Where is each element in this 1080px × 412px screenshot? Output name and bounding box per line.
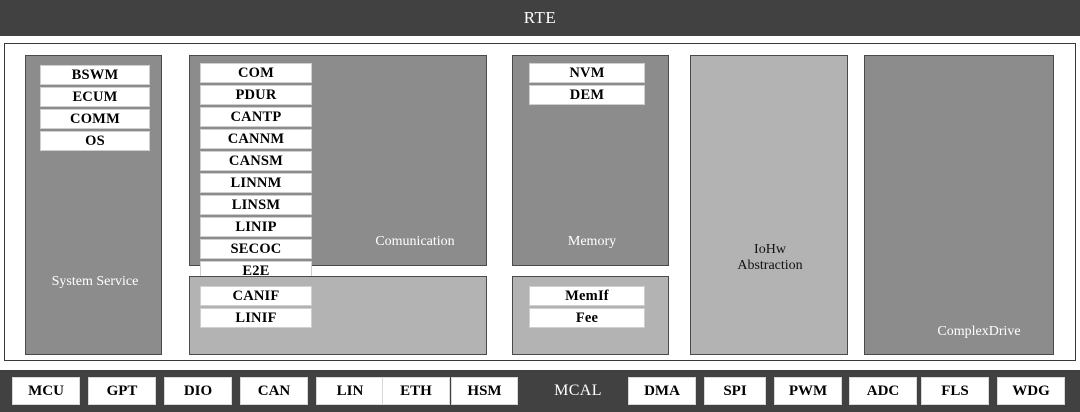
rte-label: RTE [523,8,557,27]
mcal-driver-chip[interactable]: LIN [316,377,384,405]
mcal-driver-chip[interactable]: SPI [704,377,766,405]
system-service-label: System Service [51,274,139,289]
mcal-driver-chip[interactable]: DMA [628,377,696,405]
module-chip[interactable]: LINIF [200,308,312,328]
mcal-driver-chip[interactable]: HSM [451,377,518,405]
rte-layer-bar: RTE [0,0,1080,36]
mcal-driver-chip[interactable]: GPT [88,377,156,405]
module-chip[interactable]: DEM [529,85,645,105]
module-chip[interactable]: LINSM [200,195,312,215]
module-chip[interactable]: OS [40,131,150,151]
module-chip[interactable]: LINIP [200,217,312,237]
module-chip[interactable]: CANSM [200,151,312,171]
mcal-driver-chip[interactable]: MCU [12,377,80,405]
memory-label: Memory [567,234,617,249]
mcal-driver-chip[interactable]: FLS [921,377,989,405]
iohw-abstraction-label: IoHw Abstraction [737,242,803,274]
mcal-driver-chip[interactable]: ETH [382,377,450,405]
iohw-abstraction-block[interactable]: IoHw Abstraction [690,55,848,355]
module-chip[interactable]: CANTP [200,107,312,127]
module-chip[interactable]: LINNM [200,173,312,193]
mcal-driver-chip[interactable]: DIO [164,377,232,405]
module-chip[interactable]: SECOC [200,239,312,259]
mcal-driver-chip[interactable]: CAN [240,377,308,405]
communication-label: Comunication [375,234,455,249]
module-chip[interactable]: ECUM [40,87,150,107]
module-chip[interactable]: COM [200,63,312,83]
module-chip[interactable]: PDUR [200,85,312,105]
mcal-label: MCAL [554,382,602,399]
module-chip[interactable]: NVM [529,63,645,83]
module-chip[interactable]: CANIF [200,286,312,306]
module-chip[interactable]: CANNM [200,129,312,149]
module-chip[interactable]: Fee [529,308,645,328]
complex-drive-label: ComplexDrive [937,324,1021,339]
module-chip[interactable]: BSWM [40,65,150,85]
module-chip[interactable]: COMM [40,109,150,129]
mcal-driver-chip[interactable]: ADC [849,377,917,405]
complex-drive-block[interactable]: ComplexDrive [864,55,1054,355]
module-chip[interactable]: MemIf [529,286,645,306]
mcal-driver-chip[interactable]: PWM [774,377,842,405]
mcal-driver-chip[interactable]: WDG [997,377,1065,405]
